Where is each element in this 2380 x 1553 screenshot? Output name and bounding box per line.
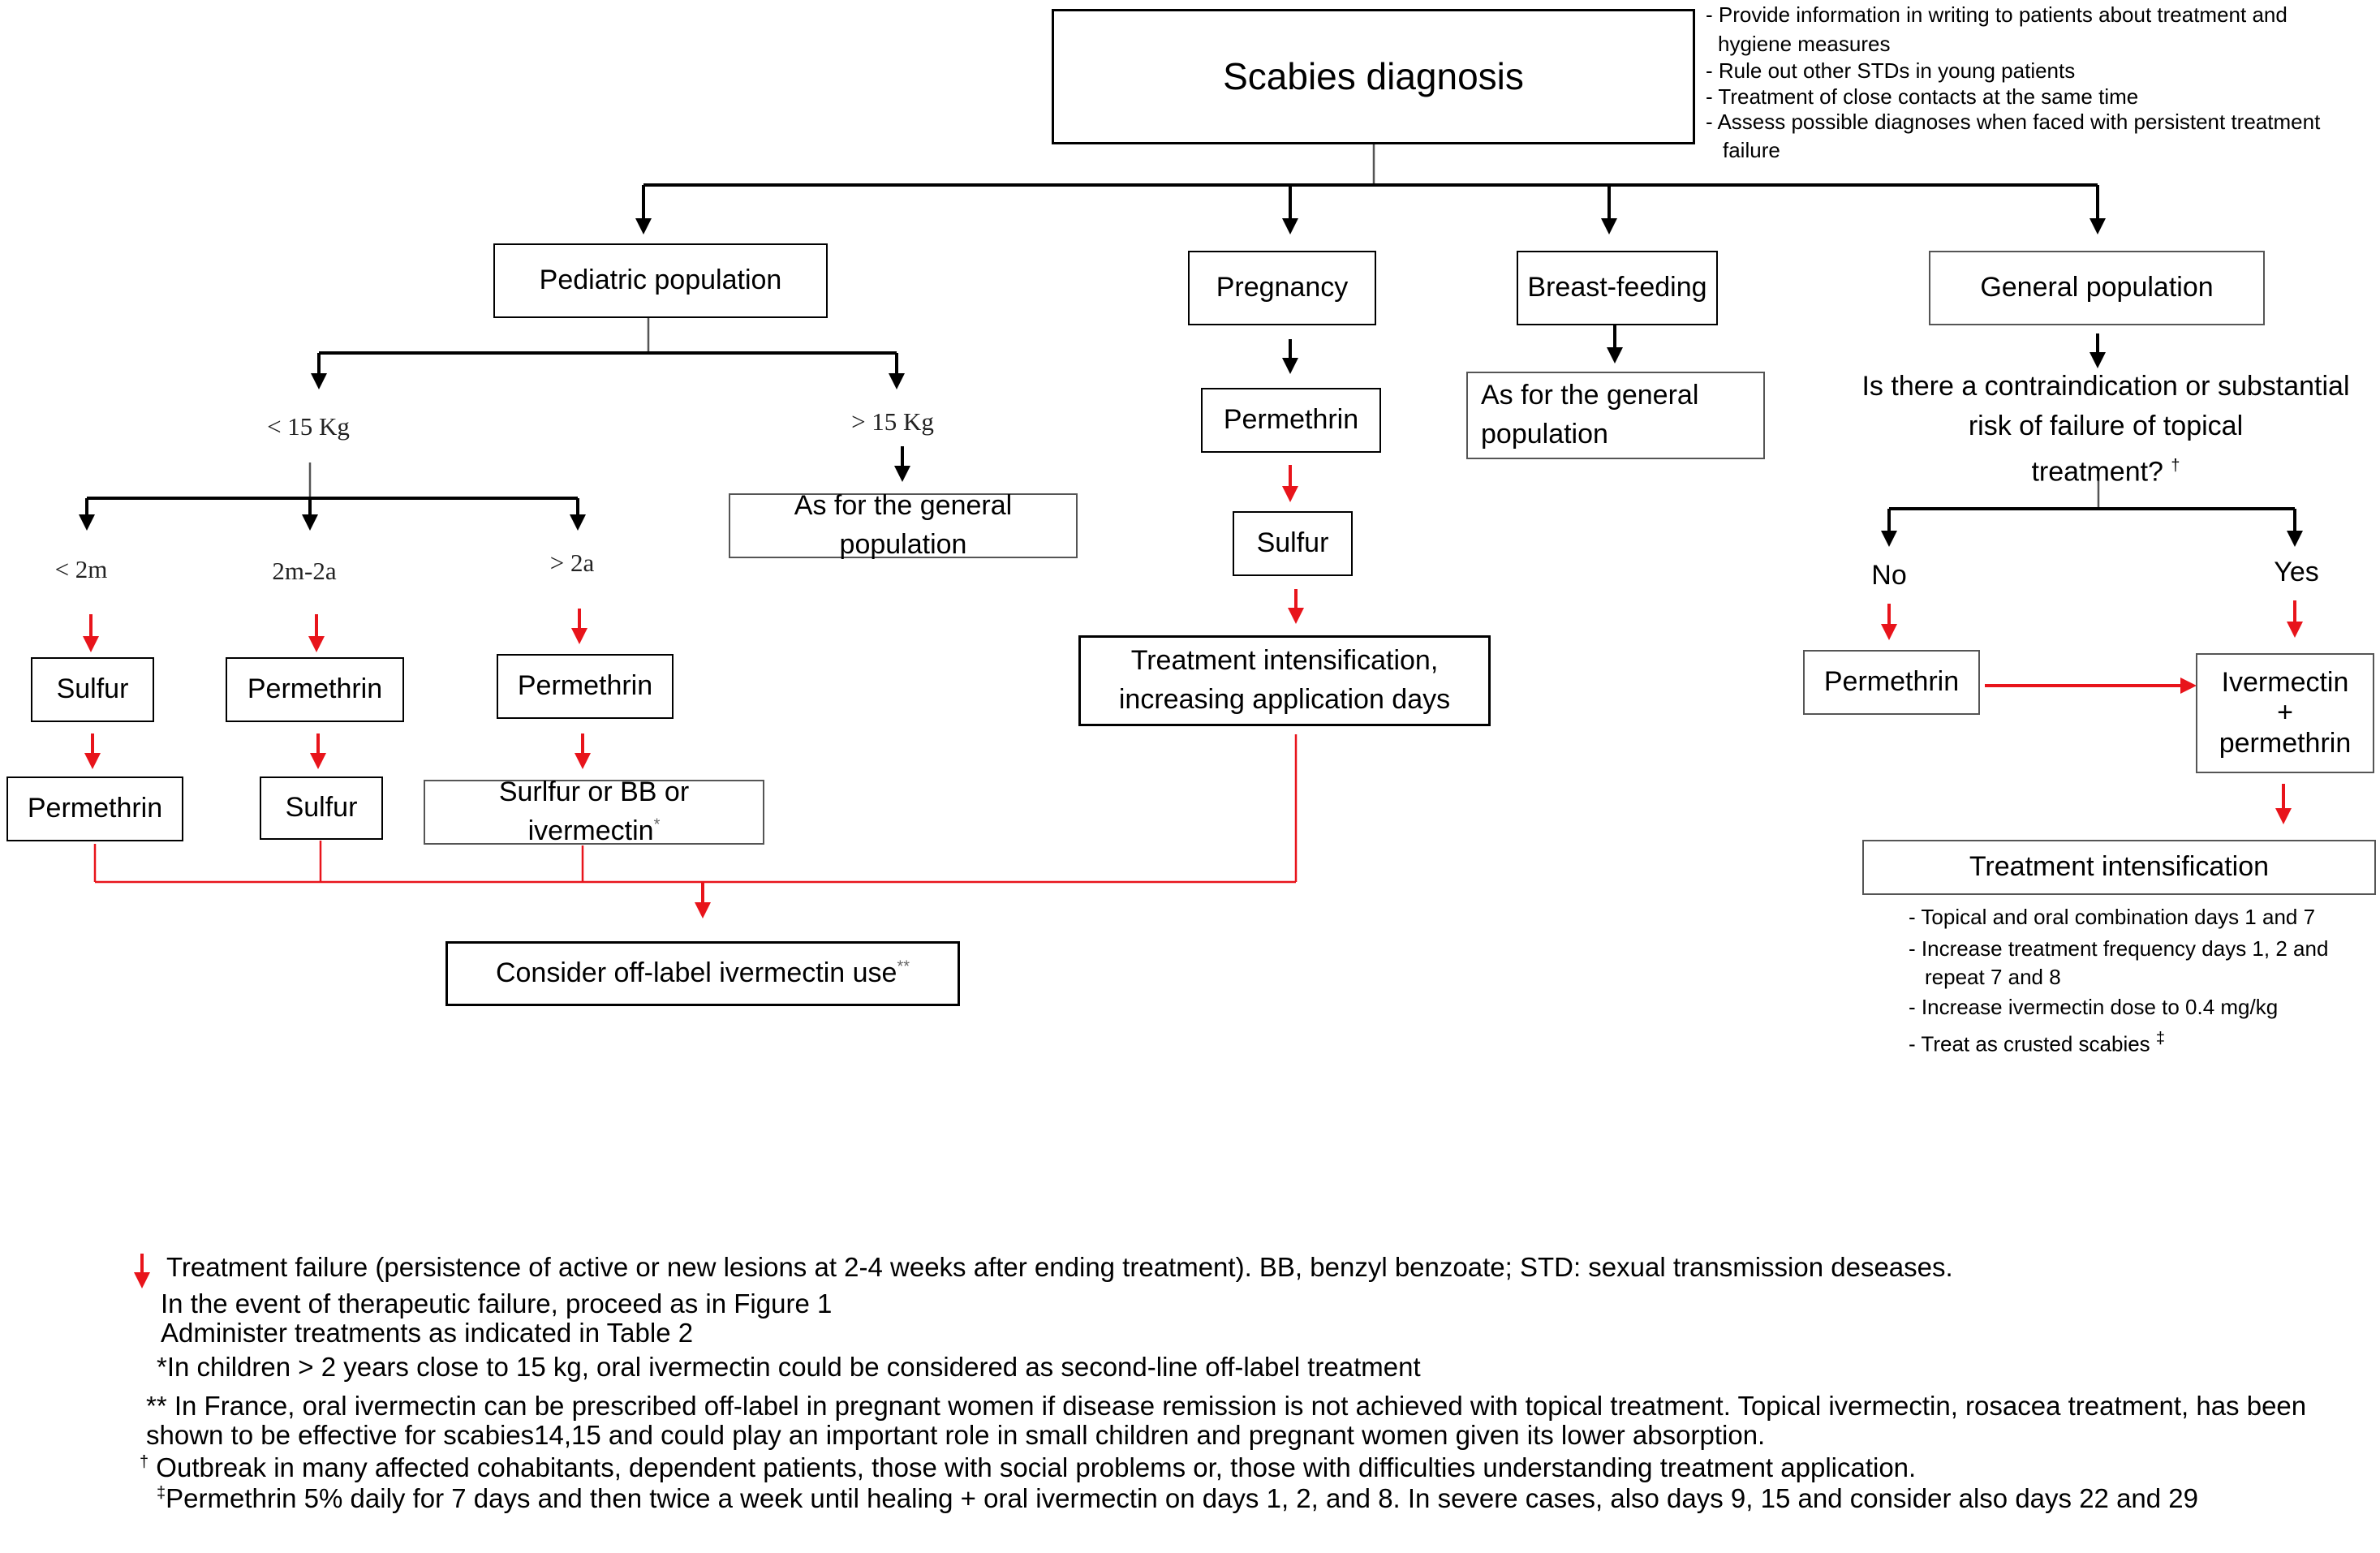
ivermectin-line2: +	[2277, 697, 2293, 729]
question-line3: treatment? †	[1834, 446, 2378, 492]
legend-line: ** In France, oral ivermectin can be pre…	[146, 1391, 2307, 1421]
contraindication-question: Is there a contraindication or substanti…	[1834, 367, 2378, 492]
question-line3-text: treatment?	[2031, 456, 2171, 488]
legend-line: ‡Permethrin 5% daily for 7 days and then…	[157, 1482, 2198, 1515]
general-yes-no-branch	[1881, 480, 2303, 547]
mid-sulfur-box: Sulfur	[260, 776, 383, 840]
breastfeeding-general-box: As for the general population	[1466, 372, 1765, 459]
legend-line: † Outbreak in many affected cohabitants,…	[140, 1452, 1916, 1484]
legend-line: In the event of therapeutic failure, pro…	[161, 1288, 833, 1319]
pregnancy-sulfur-label: Sulfur	[1256, 527, 1329, 559]
mid-permethrin-label: Permethrin	[247, 673, 383, 705]
weight-gt15-label: > 15 Kg	[851, 407, 934, 436]
question-line1: Is there a contraindication or substanti…	[1861, 371, 2350, 402]
root-note: - Rule out other STDs in young patients	[1706, 58, 2076, 83]
root-note: hygiene measures	[1718, 32, 1891, 56]
lt2m-sulfur-box: Sulfur	[31, 657, 154, 722]
pregnancy-label: Pregnancy	[1216, 272, 1349, 303]
legend-failure-text: Treatment failure (persistence of active…	[166, 1252, 1953, 1282]
pregnancy-permethrin-box: Permethrin	[1201, 388, 1381, 453]
ivermectin-line3: permethrin	[2219, 727, 2352, 759]
legend-line-text: Permethrin 5% daily for 7 days and then …	[166, 1483, 2198, 1513]
pregnancy-sulfur-box: Sulfur	[1233, 511, 1353, 576]
pregnancy-permethrin-label: Permethrin	[1223, 404, 1359, 436]
scabies-diagnosis-box: Scabies diagnosis	[1052, 9, 1695, 144]
general-population-label: General population	[1980, 272, 2214, 303]
lt2m-permethrin-label: Permethrin	[27, 793, 163, 824]
question-footnote-mark: †	[2171, 457, 2180, 475]
general-population-box: General population	[1929, 251, 2265, 325]
no-label: No	[1871, 560, 1907, 591]
gt15-general-label: As for the general population	[794, 490, 1013, 560]
legend-dagger-mark: †	[140, 1453, 149, 1471]
gt2a-footnote-mark: *	[653, 815, 661, 834]
age-lt2m-label: < 2m	[54, 555, 108, 583]
breastfeeding-box: Breast-feeding	[1517, 251, 1718, 325]
offlabel-ivermectin-label: Consider off-label ivermectin use**	[496, 954, 910, 993]
yes-label: Yes	[2274, 557, 2319, 587]
breastfeeding-label: Breast-feeding	[1527, 272, 1707, 303]
question-line2: risk of failure of topical	[1968, 411, 2244, 441]
intensification-footnote-mark: ‡	[2155, 1030, 2166, 1048]
root-note: - Treatment of close contacts at the sam…	[1706, 84, 2139, 109]
intensification-note: - Treat as crusted scabies ‡	[1909, 1028, 2165, 1058]
age-gt2a-label: > 2a	[549, 548, 595, 577]
weight-lt15-label: < 15 Kg	[267, 412, 350, 441]
gt2a-alternatives-label: Surlfur or BB or ivermectin*	[433, 773, 755, 850]
root-branch	[635, 183, 2106, 234]
intensification-note-text: - Treat as crusted scabies	[1909, 1031, 2156, 1056]
lt2m-sulfur-label: Sulfur	[56, 673, 129, 705]
ivermectin-permethrin-box: Ivermectin + permethrin	[2196, 653, 2374, 773]
lt2m-permethrin-box: Permethrin	[6, 776, 183, 841]
legend-line: shown to be effective for scabies14,15 a…	[146, 1420, 1766, 1450]
pediatric-failure-arrows	[83, 609, 591, 769]
pregnancy-intensification-line2: increasing application days	[1118, 684, 1451, 715]
pregnancy-failure-arrows	[1282, 465, 1304, 624]
gt2a-permethrin-label: Permethrin	[517, 670, 653, 702]
pediatric-age-branch	[79, 462, 586, 531]
general-intensification-box: Treatment intensification	[1862, 840, 2376, 895]
general-failure-arrows	[1881, 600, 2303, 824]
offlabel-footnote-mark: **	[897, 957, 910, 976]
pregnancy-intensification-box: Treatment intensification, increasing ap…	[1078, 635, 1491, 726]
pediatric-population-box: Pediatric population	[493, 243, 828, 318]
pediatric-population-label: Pediatric population	[539, 265, 782, 296]
root-note: - Provide information in writing to pati…	[1706, 2, 2287, 27]
offlabel-ivermectin-box: Consider off-label ivermectin use**	[445, 941, 960, 1006]
offlabel-collector	[93, 734, 1298, 884]
breastfeeding-general-line2: population	[1481, 419, 1608, 450]
general-permethrin-label: Permethrin	[1823, 666, 1960, 698]
intensification-note: - Increase ivermectin dose to 0.4 mg/kg	[1909, 995, 2279, 1019]
mid-sulfur-label: Sulfur	[285, 792, 358, 824]
legend-line-text: Outbreak in many affected cohabitants, d…	[148, 1452, 1917, 1482]
legend-double-dagger-mark: ‡	[157, 1484, 166, 1502]
gt15-general-box: As for the general population	[729, 490, 1078, 560]
intensification-note: - Topical and oral combination days 1 an…	[1909, 905, 2316, 929]
legend-line: *In children > 2 years close to 15 kg, o…	[157, 1352, 1421, 1382]
mid-permethrin-box: Permethrin	[226, 657, 404, 722]
general-intensification-label: Treatment intensification	[1969, 851, 2270, 883]
general-permethrin-box: Permethrin	[1803, 650, 1980, 715]
intensification-note: - Increase treatment frequency days 1, 2…	[1909, 936, 2329, 961]
pregnancy-box: Pregnancy	[1188, 251, 1376, 325]
gt2a-permethrin-box: Permethrin	[497, 654, 674, 719]
pediatric-weight-branch	[311, 318, 910, 482]
gt2a-alternatives-text: Surlfur or BB or ivermectin	[498, 776, 690, 846]
ivermectin-line1: Ivermectin	[2221, 666, 2349, 698]
root-note: failure	[1723, 138, 1780, 162]
offlabel-ivermectin-text: Consider off-label ivermectin use	[495, 957, 897, 989]
pregnancy-intensification-line1: Treatment intensification,	[1130, 645, 1439, 677]
legend-line: Administer treatments as indicated in Ta…	[161, 1318, 694, 1348]
gt2a-alternatives-box: Surlfur or BB or ivermectin*	[424, 776, 764, 846]
age-2m-2a-label: 2m-2a	[272, 557, 337, 585]
root-note: - Assess possible diagnoses when faced w…	[1706, 110, 2321, 134]
breastfeeding-general-line1: As for the general	[1481, 380, 1699, 411]
scabies-diagnosis-label: Scabies diagnosis	[1223, 55, 1524, 98]
intensification-note: repeat 7 and 8	[1925, 965, 2061, 989]
